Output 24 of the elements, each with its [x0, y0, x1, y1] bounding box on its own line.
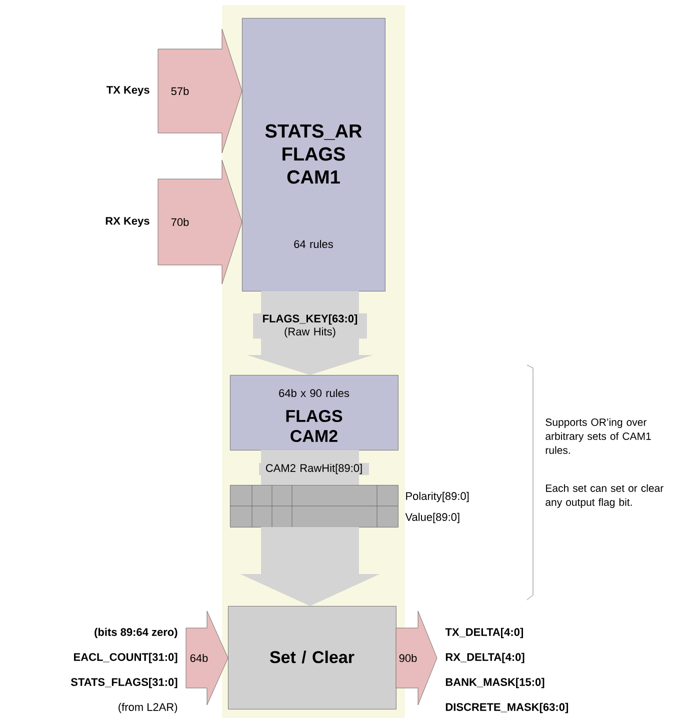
row-label: Polarity[89:0]: [406, 492, 469, 502]
block-arrow: [240, 527, 380, 606]
input-label: TX Keys: [106, 86, 150, 96]
signal-label: DISCRETE_MASK[63:0]: [446, 702, 568, 714]
block-arrow: [158, 28, 242, 154]
signal-label: (from L2AR): [118, 702, 178, 714]
signal-label: RX_DELTA[4:0]: [446, 652, 524, 664]
edge-label: CAM2 RawHit[89:0]: [259, 462, 369, 476]
signal-label: TX_DELTA[4:0]: [445, 628, 523, 638]
block-box: Set / Clear: [228, 606, 396, 710]
edge-label: FLAGS_KEY[63:0] (Raw Hits): [253, 313, 367, 339]
note-text: Each set can set or clear any output flag bit.: [546, 484, 664, 508]
block-arrow: [186, 610, 228, 706]
row-label: Value[89:0]: [405, 512, 460, 524]
block-box: 64b x 90 rules FLAGS CAM2: [230, 375, 398, 450]
input-label: RX Keys: [106, 217, 150, 227]
note-text: Supports OR’ing over arbitrary sets of CAM1 rules.: [546, 418, 651, 454]
signal-label: (bits 89:64 zero): [94, 628, 178, 638]
signal-label: STATS_FLAGS[31:0]: [70, 678, 178, 688]
block-arrow: [396, 610, 438, 706]
block-box: STATS_AR FLAGS CAM1 64 rules: [242, 18, 386, 292]
block-arrow: [158, 160, 242, 284]
signal-label: BANK_MASK[15:0]: [446, 678, 544, 688]
signal-label: EACL_COUNT[31:0]: [74, 652, 178, 664]
